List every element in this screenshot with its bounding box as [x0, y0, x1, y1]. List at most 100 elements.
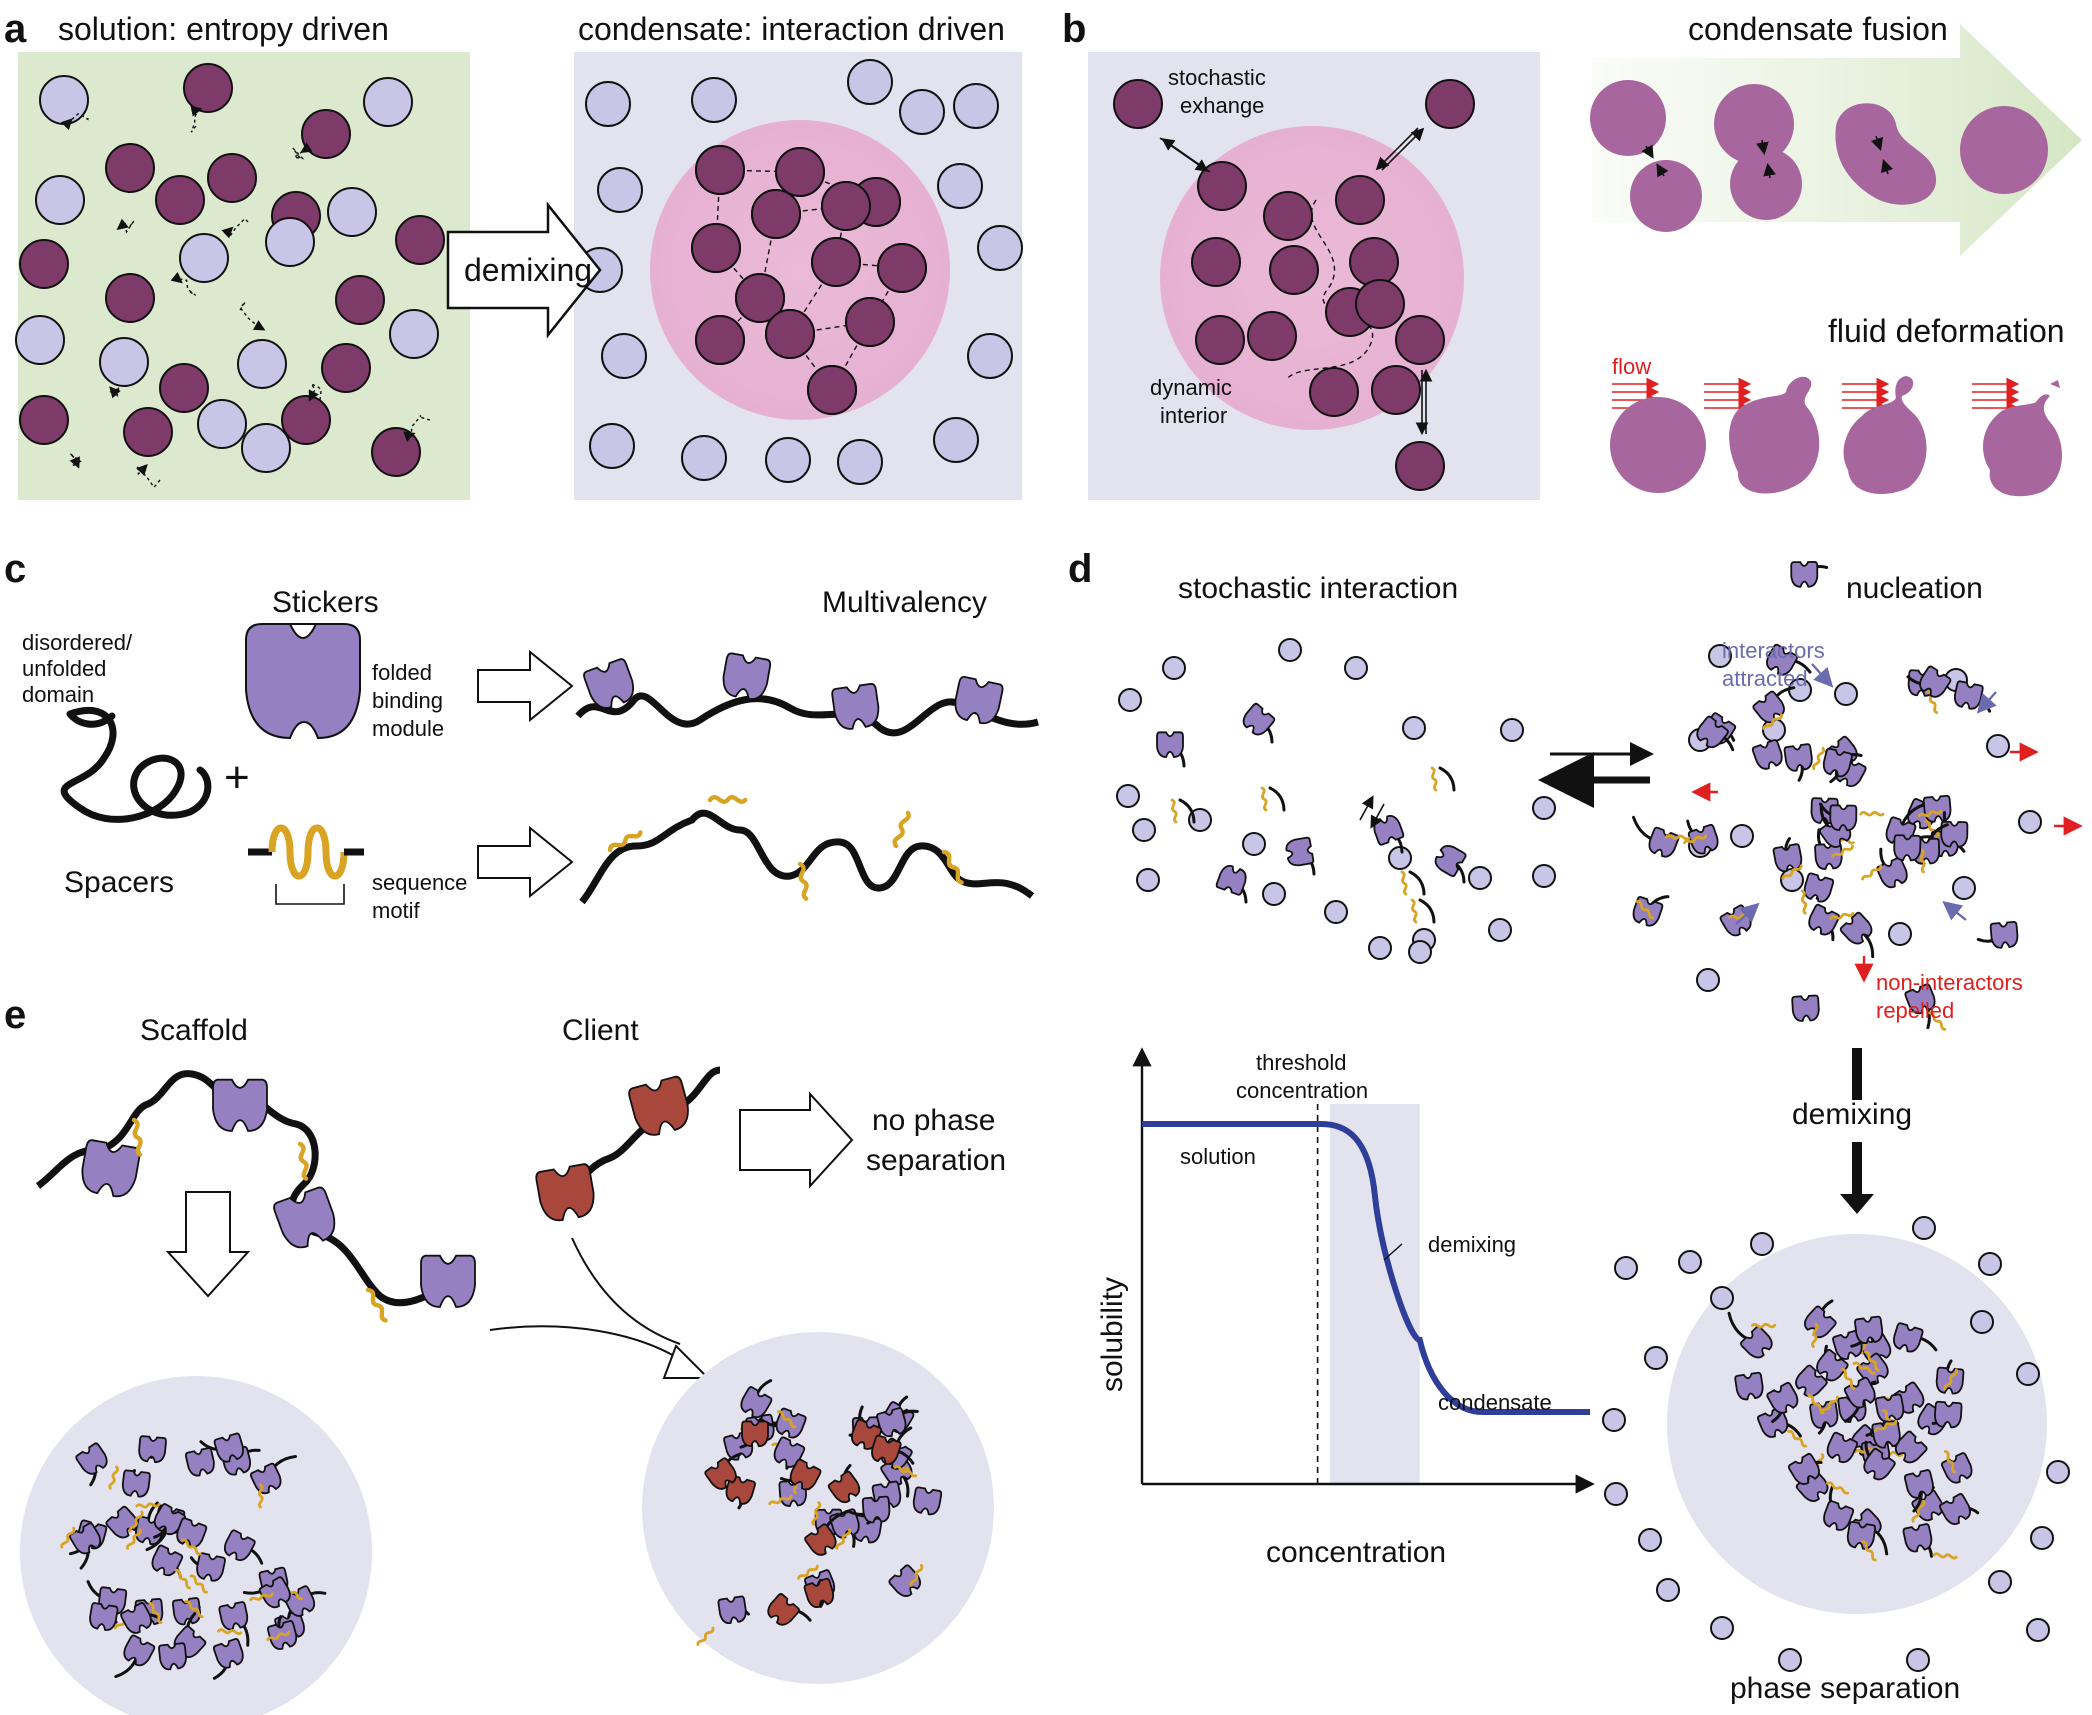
panel-letter-c: c [4, 547, 26, 591]
condensed-molecule [695, 145, 745, 195]
panel-letter-a: a [4, 7, 27, 51]
stickers-title: Stickers [272, 586, 379, 619]
dilute-molecule [1532, 796, 1556, 820]
motif-squiggle [1400, 870, 1408, 896]
sticker-icon [1829, 804, 1858, 832]
brownian-path [60, 112, 89, 131]
sticker-icon [1632, 896, 1664, 927]
scaffold-arrow [165, 1191, 251, 1298]
solubility-curve [1142, 1121, 1590, 1415]
dilute-molecule [1408, 940, 1432, 964]
motif-squiggle [1635, 900, 1655, 920]
motif-squiggle [365, 1287, 388, 1323]
multivalency-arrow-top [477, 649, 574, 723]
sticker-icon [1953, 680, 1984, 710]
interior-label-2: interior [1160, 403, 1227, 428]
sticker-icon [1839, 911, 1873, 945]
folded-label-2: binding [372, 688, 443, 713]
motif-squiggle [1781, 864, 1803, 880]
dilute-molecule [1730, 824, 1754, 848]
dilute-molecule [1162, 656, 1186, 680]
brownian-path [109, 386, 121, 399]
dilute-molecule [765, 437, 811, 483]
sticker-icon [1822, 747, 1853, 778]
attracted-label-1: interactors [1722, 638, 1825, 663]
condensed-molecule [807, 365, 857, 415]
sticker-icon [831, 683, 880, 730]
sticker-icon [1648, 826, 1680, 858]
threshold-label-2: concentration [1236, 1078, 1368, 1103]
sticker-icon [121, 1469, 151, 1498]
motif-squiggle [1932, 1552, 1958, 1560]
panel-c: c Stickers Multivalency disordered/ unfo… [4, 547, 1039, 923]
exchange-arrow [1359, 795, 1374, 821]
solute-molecule-dark [19, 239, 69, 289]
multivalency-title: Multivalency [822, 586, 987, 619]
sticker-icon [1242, 702, 1276, 736]
motif-squiggle [60, 1526, 76, 1549]
dilute-molecule [1604, 1482, 1628, 1506]
motif-squiggle [1829, 911, 1855, 920]
spacer-line [1438, 766, 1456, 792]
motif-squiggle [1430, 766, 1438, 792]
sticker-icon [69, 1522, 102, 1555]
sticker-icon [75, 1442, 108, 1475]
sticker-icon [740, 1386, 773, 1419]
motif-squiggle [909, 1563, 924, 1587]
motif-squiggle [607, 830, 643, 853]
sticker-icon [535, 1163, 595, 1222]
dilute-molecule [601, 333, 647, 379]
dilute-molecule [1906, 1648, 1930, 1672]
panel-e: e Scaffold Client no phase separation [4, 993, 1006, 1715]
sticker-icon [1823, 1500, 1855, 1531]
panel-letter-d: d [1068, 547, 1092, 591]
exchange-molecule [1355, 279, 1405, 329]
motif-squiggle [189, 1574, 208, 1594]
solute-molecule-dark [301, 109, 351, 159]
sticker-icon [89, 1602, 119, 1631]
motif-squiggle [1170, 798, 1178, 824]
solute-molecule-dark [281, 395, 331, 445]
solute-molecule-light [241, 423, 291, 473]
motif-squiggle [148, 1601, 163, 1625]
motif-squiggle [126, 1528, 142, 1550]
multivalent-chain-motif [579, 795, 1035, 905]
condensed-molecule [751, 189, 801, 239]
condensed-molecule [735, 273, 785, 323]
deformation-title: fluid deformation [1828, 313, 2065, 349]
solute-molecule-light [39, 75, 89, 125]
dilute-molecule [1116, 784, 1140, 808]
motif-squiggle [1928, 1011, 1947, 1031]
condensed-molecule [845, 297, 895, 347]
dilute-molecule [1614, 1256, 1638, 1280]
solution-molecules [15, 63, 445, 489]
sticker-icon [1285, 836, 1315, 867]
sticker-icon [1874, 1393, 1905, 1423]
sticker-icon [1902, 1523, 1933, 1553]
dilute-molecule [1488, 918, 1512, 942]
motif-squiggle [249, 1592, 274, 1602]
motif-squiggle [892, 810, 911, 849]
motif-squiggle [1787, 1429, 1808, 1448]
chain-backbone [579, 809, 1035, 905]
threshold-label-1: threshold [1256, 1050, 1347, 1075]
motif-label-2: motif [372, 898, 421, 923]
sticker-icon [120, 1602, 152, 1634]
dilute-molecule [1656, 1578, 1680, 1602]
condensate-molecules [577, 59, 1023, 485]
dilute-molecule [589, 423, 635, 469]
dilute-molecule [2030, 1526, 2054, 1550]
solute-molecule-light [363, 77, 413, 127]
no-phase-label-1: no phase [872, 1104, 995, 1137]
dilute-molecule [1986, 734, 2010, 758]
dilute-molecule [1278, 638, 1302, 662]
dilute-molecule [681, 435, 727, 481]
multivalent-chain-folded [575, 652, 1039, 737]
sticker-icon [1808, 903, 1840, 936]
sticker-icon [954, 675, 1004, 725]
motif-bracket [275, 884, 345, 905]
sticker-icon [138, 1435, 167, 1463]
motif-squiggle [707, 795, 748, 804]
demixing-arrow-head [1840, 1194, 1874, 1214]
spacer-line [1418, 898, 1436, 924]
